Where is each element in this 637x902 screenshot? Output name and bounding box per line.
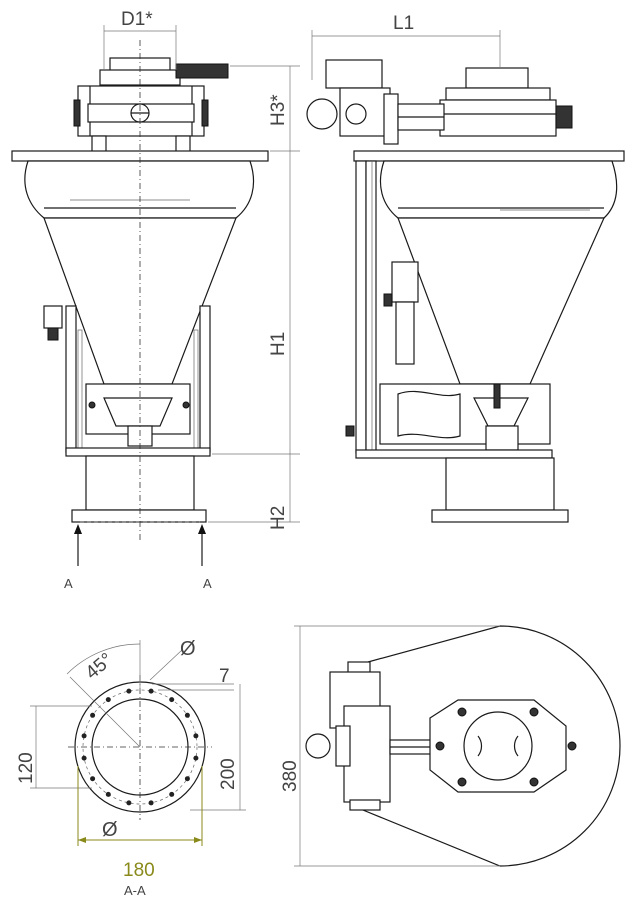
label-180: 180 [123,860,155,881]
label-200: 200 [218,758,239,790]
side-outlet-flange [431,509,569,523]
side-flange-assembly [439,99,557,137]
side-hopper-bowl [379,160,618,219]
bolt-hole [105,697,111,703]
bolt-hole [90,712,96,718]
front-hopper-bowl [24,160,255,219]
top-valve-bore [463,711,533,781]
label-a-right: A [203,576,212,591]
label-120: 120 [16,752,37,784]
label-380: 380 [280,760,301,792]
bolt-hole [126,800,132,806]
label-dia-top: Ø [180,638,196,660]
front-view [11,40,269,566]
dim-heights [208,65,300,523]
bolt-hole [90,776,96,782]
dim-380 [294,625,500,867]
label-a-left: A [64,576,73,591]
label-angle: 45° [82,649,118,684]
side-hopper-cone [397,217,605,385]
label-d1: D1* [121,9,153,30]
side-top-plate [353,150,625,162]
label-h3: H3* [268,94,289,126]
label-h1: H1 [268,332,289,356]
front-actuator [175,63,229,79]
side-view [306,59,625,523]
side-outlet [445,457,555,511]
bolt-hole [193,755,199,761]
bolt-hole [169,697,175,703]
bolt-hole [184,776,190,782]
section-bolt-holes [81,688,199,806]
bolt-hole [148,688,154,694]
bolt-hole [105,791,111,797]
bolt-hole [81,733,87,739]
side-flex-hose [397,390,461,439]
front-outlet-flange [71,509,207,523]
dim-d1 [103,25,177,70]
top-envelope [357,625,621,867]
label-l1: L1 [393,13,414,34]
bolt-hole [193,733,199,739]
side-top-cap [465,67,529,89]
bolt-hole [169,791,175,797]
label-section: A-A [124,883,146,898]
bolt-hole [184,712,190,718]
section-a-a-view [30,640,246,846]
label-seven: 7 [219,666,230,687]
front-base-plate [65,447,211,457]
top-view [305,625,621,867]
bolt-hole [126,688,132,694]
label-dia-bottom: Ø [102,819,118,841]
dim-l1 [311,30,501,80]
side-actuator [325,59,383,89]
bolt-hole [148,800,154,806]
side-filter-regulator [391,261,419,303]
label-h2: H2 [268,506,289,530]
bolt-hole [81,755,87,761]
